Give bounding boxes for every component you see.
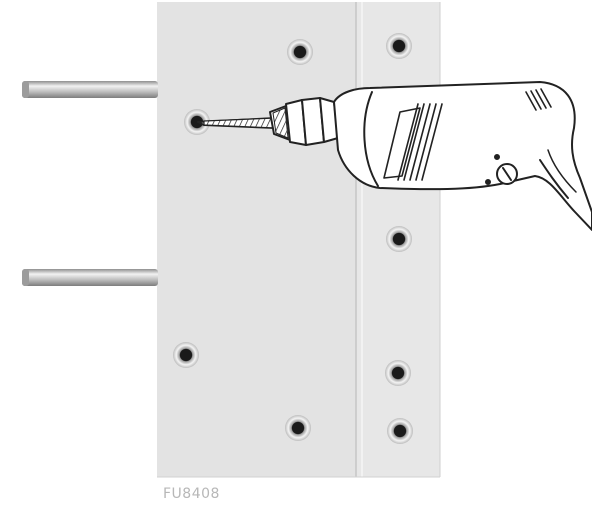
figure-code: FU8408 — [163, 486, 220, 502]
screw-hole — [386, 33, 412, 59]
screw-hole — [387, 418, 413, 444]
screw-hole — [385, 360, 411, 386]
screw-hole — [287, 39, 313, 65]
screw-hole — [285, 415, 311, 441]
screw-hole — [173, 342, 199, 368]
mounting-pin-top — [22, 81, 158, 98]
drill-icon — [197, 81, 592, 231]
screw-hole — [386, 226, 412, 252]
mounting-pin-bottom — [22, 269, 158, 286]
